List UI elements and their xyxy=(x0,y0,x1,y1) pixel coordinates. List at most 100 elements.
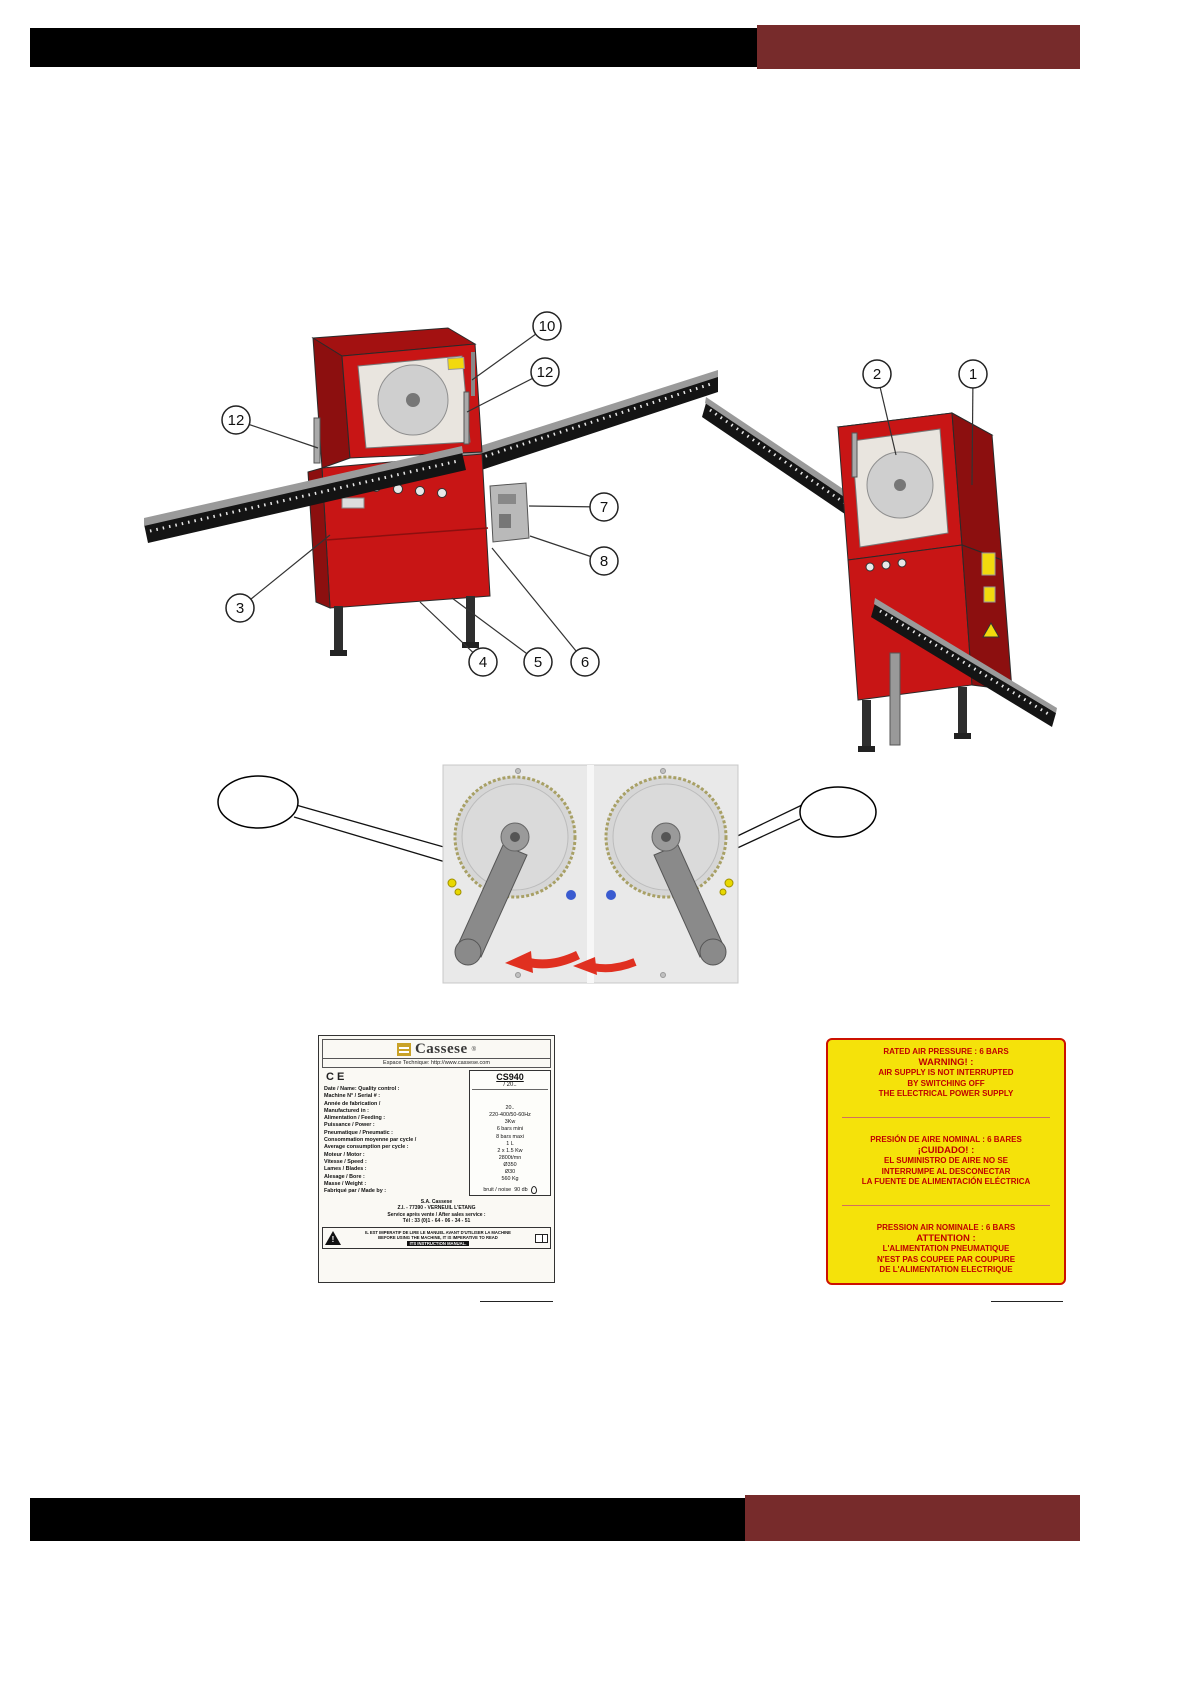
nameplate-label: Pneumatique / Pneumatic : xyxy=(324,1129,393,1136)
air-pressure-warning-label: RATED AIR PRESSURE : 6 BARS WARNING! : A… xyxy=(826,1038,1066,1285)
air-warning-english: RATED AIR PRESSURE : 6 BARS WARNING! : A… xyxy=(832,1047,1060,1100)
callout-2-label: 2 xyxy=(873,366,881,383)
noise-label: bruit / noise xyxy=(483,1187,512,1194)
maker-address: Z.I. - 77390 - VERNEUIL L'ETANG xyxy=(397,1205,476,1212)
air-line: PRESIÓN DE AIRE NOMINAL : 6 BARES xyxy=(870,1135,1022,1144)
control-knob xyxy=(415,486,425,496)
callout-10: 10 xyxy=(471,311,562,381)
left-measuring-arm xyxy=(144,446,466,543)
warning-sticker xyxy=(447,356,465,371)
callout-3: 3 xyxy=(225,534,331,623)
nameplate-value xyxy=(472,1091,548,1098)
leg xyxy=(958,687,967,735)
nameplate-label: Alimentation / Feeding : xyxy=(324,1115,386,1122)
blade-panel-photo xyxy=(442,764,739,984)
left-clamp-rod xyxy=(313,417,321,464)
leg xyxy=(862,700,871,748)
support-cylinder xyxy=(889,652,901,746)
callout-12-upper-label: 12 xyxy=(537,364,554,381)
divider xyxy=(842,1204,1050,1206)
air-line: THE ELECTRICAL POWER SUPPLY xyxy=(878,1089,1014,1099)
screw xyxy=(515,972,521,978)
registered-mark: ® xyxy=(471,1046,477,1053)
nameplate-label: Date / Name: Quality control : xyxy=(324,1086,400,1092)
divider xyxy=(842,1116,1050,1118)
air-line: RATED AIR PRESSURE : 6 BARS xyxy=(883,1047,1009,1056)
air-line: INTERRUMPE AL DESCONECTAR xyxy=(881,1166,1011,1176)
tech-website-line: Espace Technique: http://www.cassese.com xyxy=(323,1058,550,1067)
air-warning-french: PRESSION AIR NOMINALE : 6 BARS ATTENTION… xyxy=(832,1223,1060,1276)
footer-bar-maroon xyxy=(745,1495,1080,1541)
callouts-right-machine: 2 1 xyxy=(862,359,988,486)
callout-10-label: 10 xyxy=(539,318,556,335)
warning-line-en: BEFORE USING THE MACHINE, IT IS IMPERATI… xyxy=(378,1235,498,1241)
callout-12-left-label: 12 xyxy=(228,412,245,429)
air-warning-spanish: PRESIÓN DE AIRE NOMINAL : 6 BARES ¡CUIDA… xyxy=(832,1135,1060,1188)
callout-8: 8 xyxy=(529,535,619,576)
machine-hood xyxy=(836,412,1003,561)
screw xyxy=(660,768,666,774)
callout-12-upper: 12 xyxy=(466,357,560,413)
nameplate-value: 20.. xyxy=(505,1105,515,1112)
nameplate-label: Masse / Weight : xyxy=(324,1180,367,1187)
lever-handle xyxy=(699,938,727,966)
callout-5-label: 5 xyxy=(534,654,542,671)
leg xyxy=(334,606,343,652)
callout-6-label: 6 xyxy=(581,654,589,671)
callout-1: 1 xyxy=(958,359,988,486)
air-line: ¡CUIDADO! : xyxy=(917,1144,975,1156)
detail-callout-left-ellipse xyxy=(217,775,299,829)
blade-hub xyxy=(894,479,906,491)
warning-sticker xyxy=(983,586,996,603)
nameplate-label: Fabriqué par / Made by : xyxy=(324,1188,387,1195)
nameplate-value: 3Kw xyxy=(504,1119,516,1126)
air-line: N'EST PAS COUPEE PAR COUPURE xyxy=(876,1254,1016,1264)
callout-4: 4 xyxy=(419,601,498,677)
callout-1-label: 1 xyxy=(969,366,977,383)
blue-point-right xyxy=(606,890,616,900)
air-line: WARNING! : xyxy=(918,1056,974,1068)
air-line: ATTENTION : xyxy=(916,1232,976,1244)
nameplate-label: Année de fabrication / xyxy=(324,1100,381,1107)
service-phone: Tél : 33 (0)1 - 64 - 06 - 34 - 51 xyxy=(402,1217,471,1224)
callout-6: 6 xyxy=(491,547,600,677)
clamp-rod xyxy=(851,432,858,478)
caption-rule-left xyxy=(480,1301,553,1302)
machine-left-figure: 10 12 12 7 8 xyxy=(144,311,718,677)
nameplate-value: 2800t/mn xyxy=(498,1154,522,1161)
noise-ear-icon xyxy=(530,1186,537,1195)
nameplate-value: Ø350 xyxy=(503,1161,517,1168)
nameplate-warning-strip: ! IL EST IMPERATIF DE LIRE LE MANUEL AVA… xyxy=(322,1227,551,1250)
warning-sticker xyxy=(981,552,996,576)
detail-callout-right-ellipse xyxy=(799,786,877,838)
nameplate-value: Ø30 xyxy=(504,1169,516,1176)
guard-rod xyxy=(471,352,475,396)
control-knob xyxy=(897,558,907,568)
nameplate-label: Consommation moyenne par cycle / xyxy=(324,1137,417,1144)
hazard-triangle-sticker xyxy=(982,621,1000,638)
cassese-logo-icon xyxy=(396,1043,411,1056)
manual-book-icon xyxy=(535,1233,548,1243)
right-measuring-arm xyxy=(430,370,718,486)
header-bar-maroon xyxy=(757,25,1080,69)
callout-5: 5 xyxy=(451,597,553,677)
brand-name: Cassese xyxy=(414,1041,468,1057)
yellow-marker xyxy=(719,888,727,896)
warning-line-fr: IL EST IMPERATIF DE LIRE LE MANUEL AVANT… xyxy=(365,1230,511,1236)
callouts-left-machine: 10 12 12 7 8 xyxy=(221,311,619,677)
header-bar-black xyxy=(30,28,757,67)
callout-7-label: 7 xyxy=(600,499,608,516)
nameplate-header: Cassese® Espace Technique: http://www.ca… xyxy=(322,1039,551,1068)
nameplate-label: Vitesse / Speed : xyxy=(324,1158,367,1165)
air-line: AIR SUPPLY IS NOT INTERRUPTED xyxy=(878,1068,1014,1078)
callout-8-label: 8 xyxy=(600,553,608,570)
foot xyxy=(330,650,347,656)
red-direction-arrows xyxy=(505,950,637,975)
nameplate-value xyxy=(472,1098,548,1105)
model-number: CS940 xyxy=(496,1072,524,1082)
foot xyxy=(462,642,479,648)
leg xyxy=(466,596,475,644)
footer-bar-black xyxy=(30,1498,745,1541)
outfeed-arm xyxy=(871,598,1057,727)
